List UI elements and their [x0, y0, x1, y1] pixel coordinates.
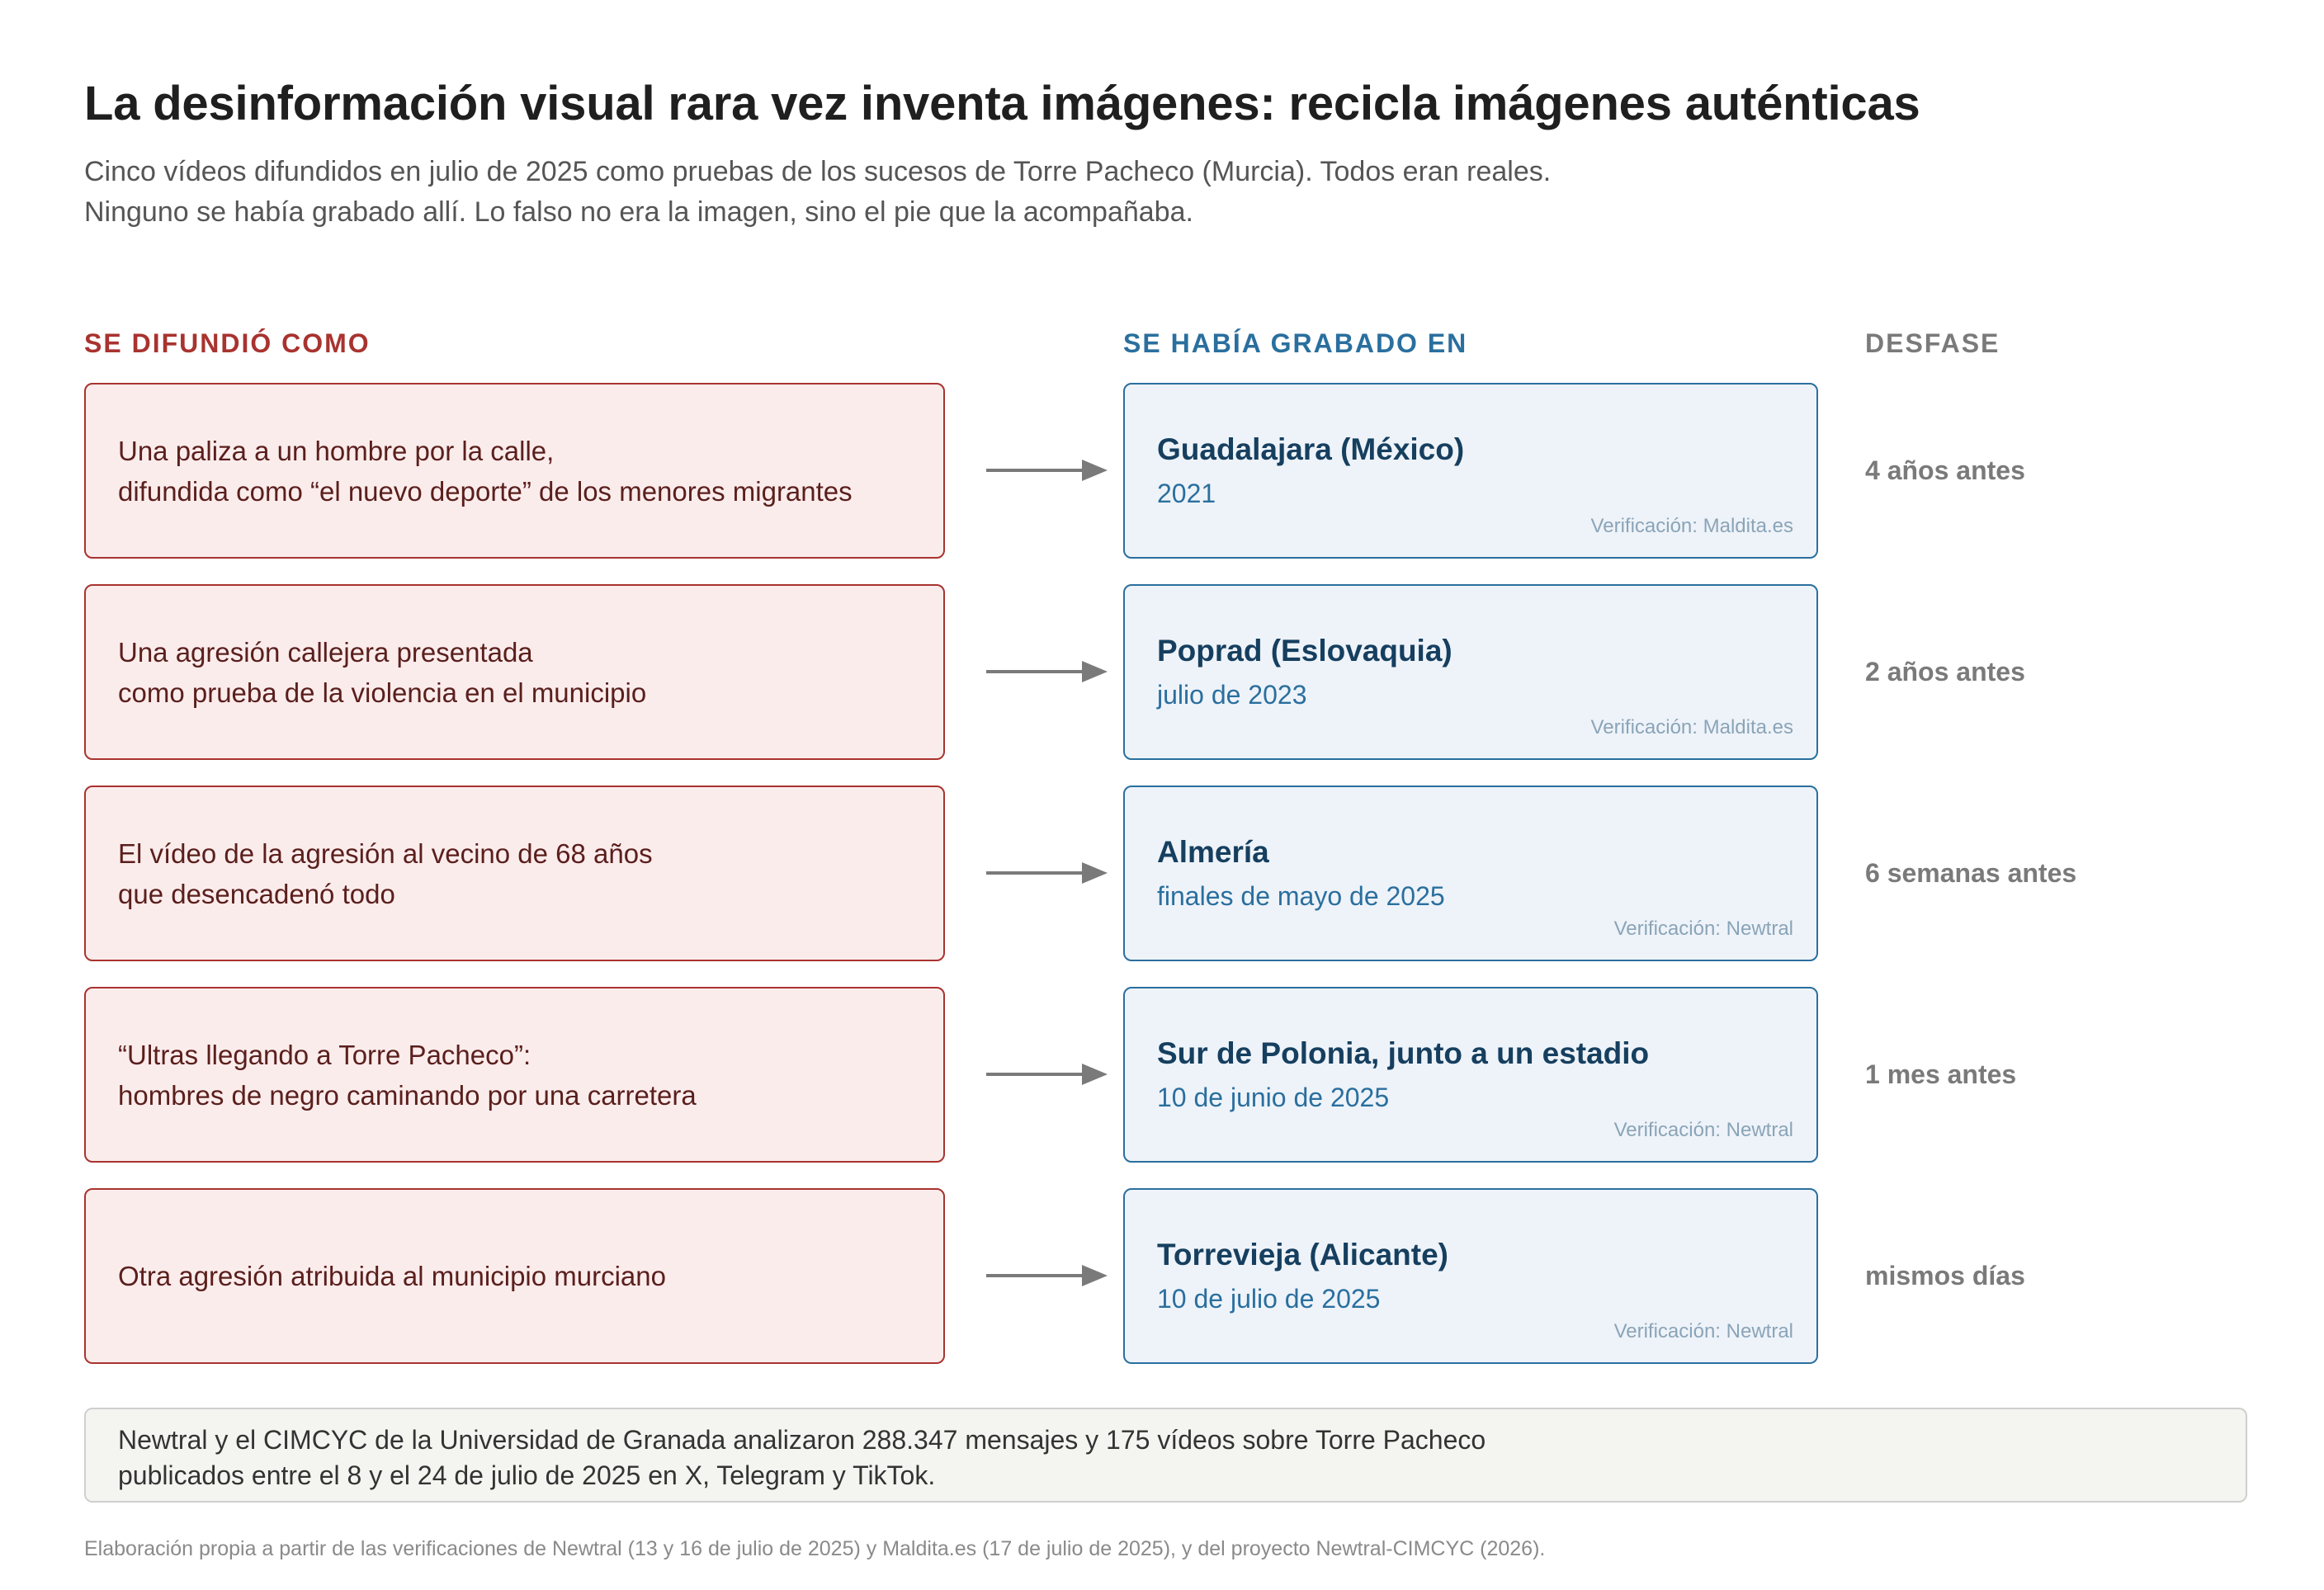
- verification-source: Verificación: Newtral: [1613, 1119, 1793, 1141]
- arrow-right-icon: [986, 661, 1108, 682]
- spread-claim-line: “Ultras llegando a Torre Pacheco”:: [118, 1039, 531, 1070]
- column-header-lag: DESFASE: [1865, 328, 2000, 358]
- arrow-right-icon: [986, 1064, 1108, 1085]
- spread-claim-line: difundida como “el nuevo deporte” de los…: [118, 475, 853, 507]
- recorded-place: Torrevieja (Alicante): [1157, 1238, 1448, 1272]
- source-footer: Elaboración propia a partir de las verif…: [84, 1537, 1546, 1560]
- time-lag: 4 años antes: [1865, 455, 2025, 485]
- comparison-row: El vídeo de la agresión al vecino de 68 …: [84, 786, 2246, 961]
- verification-source: Verificación: Maldita.es: [1590, 716, 1793, 738]
- note-text: Newtral y el CIMCYC de la Universidad de…: [118, 1423, 1486, 1493]
- time-lag: 6 semanas antes: [1865, 858, 2077, 888]
- comparison-row: Una paliza a un hombre por la calle, difu…: [84, 383, 2246, 559]
- recorded-location-box: Sur de Polonia, junto a un estadio 10 de …: [1123, 987, 1818, 1163]
- page-title: La desinformación visual rara vez invent…: [84, 77, 1920, 130]
- arrow-right-icon: [986, 862, 1108, 884]
- spread-claim-line: Otra agresión atribuida al municipio mur…: [118, 1261, 666, 1291]
- recorded-date: 2021: [1157, 479, 1216, 508]
- spread-claim-line: como prueba de la violencia en el munici…: [118, 677, 647, 708]
- spread-claim-box: “Ultras llegando a Torre Pacheco”: hombre…: [84, 987, 945, 1163]
- recorded-location-box: Torrevieja (Alicante) 10 de julio de 2025…: [1123, 1188, 1818, 1364]
- verification-source: Verificación: Newtral: [1613, 918, 1793, 940]
- spread-claim-box: Una paliza a un hombre por la calle, difu…: [84, 383, 945, 559]
- recorded-date: 10 de junio de 2025: [1157, 1083, 1390, 1112]
- recorded-place: Guadalajara (México): [1157, 432, 1465, 466]
- arrow-right-icon: [986, 1265, 1108, 1286]
- note-box: Newtral y el CIMCYC de la Universidad de…: [84, 1408, 2247, 1503]
- spread-claim-line: que desencadenó todo: [118, 878, 395, 909]
- subtitle-line-1: Cinco vídeos difundidos en julio de 2025…: [84, 156, 1552, 187]
- time-lag: 2 años antes: [1865, 657, 2025, 686]
- verification-source: Verificación: Newtral: [1613, 1320, 1793, 1342]
- spread-claim-line: hombres de negro caminando por una carre…: [118, 1079, 697, 1111]
- recorded-place: Poprad (Eslovaquia): [1157, 634, 1452, 668]
- arrow-right-icon: [986, 460, 1108, 481]
- comparison-row: Otra agresión atribuida al municipio mur…: [84, 1188, 2246, 1364]
- spread-claim-text: “Ultras llegando a Torre Pacheco”: hombre…: [118, 1035, 697, 1116]
- column-header-spread-as: SE DIFUNDIÓ COMO: [84, 328, 371, 358]
- spread-claim-text: Una agresión callejera presentada como pr…: [118, 632, 646, 713]
- note-line-1: Newtral y el CIMCYC de la Universidad de…: [118, 1425, 1486, 1455]
- spread-claim-text: Otra agresión atribuida al municipio mur…: [118, 1256, 666, 1296]
- time-lag: mismos días: [1865, 1261, 2025, 1290]
- spread-claim-line: Una paliza a un hombre por la calle,: [118, 435, 555, 466]
- time-lag: 1 mes antes: [1865, 1059, 2017, 1089]
- column-header-recorded-in: SE HABÍA GRABADO EN: [1123, 328, 1468, 358]
- recorded-place: Sur de Polonia, junto a un estadio: [1157, 1036, 1650, 1070]
- recorded-date: finales de mayo de 2025: [1157, 881, 1445, 911]
- spread-claim-line: Una agresión callejera presentada: [118, 636, 533, 668]
- subtitle: Cinco vídeos difundidos en julio de 2025…: [84, 152, 1551, 233]
- spread-claim-box: Una agresión callejera presentada como pr…: [84, 584, 945, 760]
- verification-source: Verificación: Maldita.es: [1590, 515, 1793, 537]
- spread-claim-text: El vídeo de la agresión al vecino de 68 …: [118, 833, 653, 914]
- spread-claim-box: Otra agresión atribuida al municipio mur…: [84, 1188, 945, 1364]
- subtitle-line-2: Ninguno se había grabado allí. Lo falso …: [84, 196, 1193, 228]
- spread-claim-line: El vídeo de la agresión al vecino de 68 …: [118, 837, 653, 869]
- comparison-row: Una agresión callejera presentada como pr…: [84, 584, 2246, 760]
- note-line-2: publicados entre el 8 y el 24 de julio d…: [118, 1460, 936, 1490]
- recorded-place: Almería: [1157, 835, 1269, 869]
- comparison-row: “Ultras llegando a Torre Pacheco”: hombre…: [84, 987, 2246, 1163]
- spread-claim-box: El vídeo de la agresión al vecino de 68 …: [84, 786, 945, 961]
- recorded-date: julio de 2023: [1157, 680, 1307, 710]
- recorded-date: 10 de julio de 2025: [1157, 1284, 1381, 1314]
- spread-claim-text: Una paliza a un hombre por la calle, difu…: [118, 431, 853, 512]
